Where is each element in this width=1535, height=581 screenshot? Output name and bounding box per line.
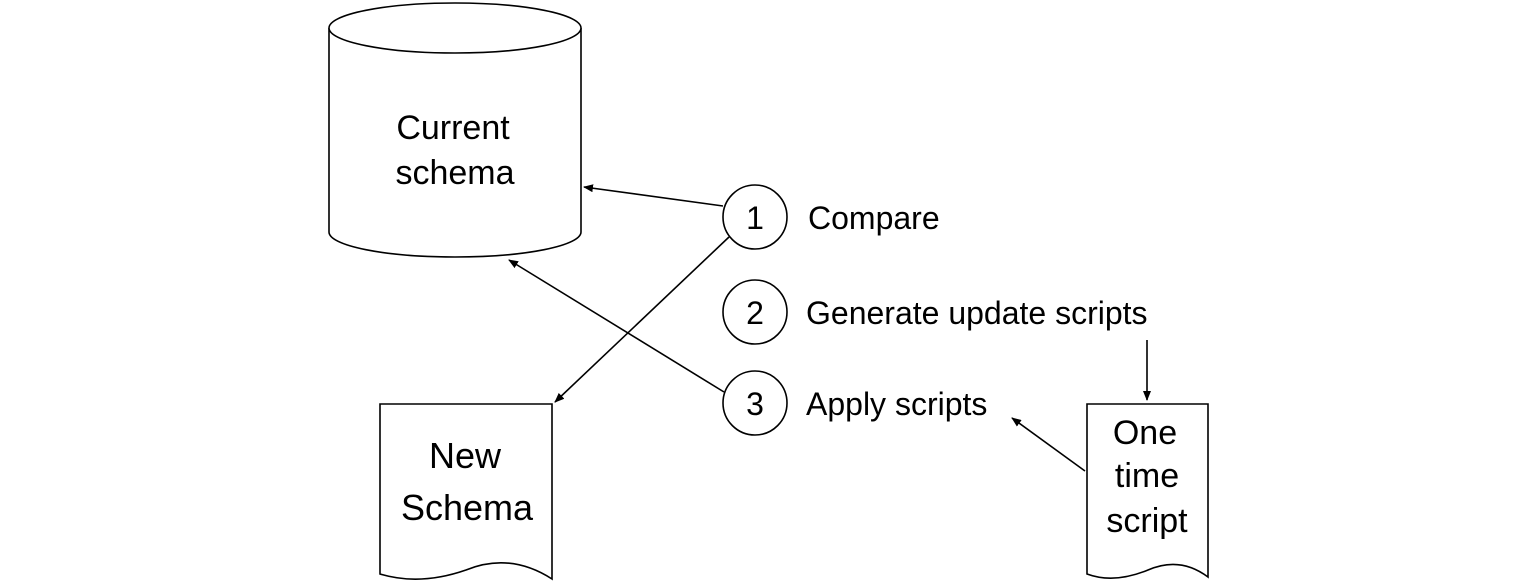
new-schema-document: New Schema bbox=[379, 403, 553, 581]
step-number: 1 bbox=[746, 200, 764, 236]
new-schema-label-line2: Schema bbox=[401, 487, 534, 528]
compare-arrow-to-new-schema bbox=[554, 236, 730, 403]
new-schema-label-line1: New bbox=[429, 435, 502, 476]
step-label: Compare bbox=[808, 200, 940, 236]
one-time-script-label-line3: script bbox=[1106, 502, 1188, 540]
step-number-circle bbox=[722, 370, 788, 436]
current-schema-label-line1: Current bbox=[396, 109, 510, 147]
one-time-script-label-line2: time bbox=[1115, 457, 1179, 495]
step-compare: 1 Compare bbox=[722, 184, 940, 250]
step-number-circle bbox=[722, 279, 788, 345]
apply-arrow-to-current-schema bbox=[508, 259, 725, 393]
step-label: Generate update scripts bbox=[806, 295, 1148, 331]
step-number: 2 bbox=[746, 295, 764, 331]
one-time-script-label-line1: One bbox=[1113, 414, 1177, 452]
document-shape bbox=[379, 403, 553, 581]
step-number-circle bbox=[722, 184, 788, 250]
script-arrow-to-apply bbox=[1011, 417, 1086, 472]
one-time-script-document: One time script bbox=[1086, 403, 1209, 579]
step-number: 3 bbox=[746, 386, 764, 422]
step-apply-scripts: 3 Apply scripts bbox=[722, 370, 987, 436]
current-schema-label-line2: schema bbox=[395, 154, 514, 192]
step-generate-update-scripts: 2 Generate update scripts bbox=[722, 279, 1148, 345]
document-shape bbox=[1086, 403, 1209, 579]
database-cylinder-body bbox=[328, 28, 582, 258]
database-cylinder-top bbox=[328, 2, 582, 54]
step-label: Apply scripts bbox=[806, 386, 987, 422]
compare-arrow-to-current-schema bbox=[583, 184, 724, 207]
current-schema-database: Current schema bbox=[328, 2, 582, 258]
